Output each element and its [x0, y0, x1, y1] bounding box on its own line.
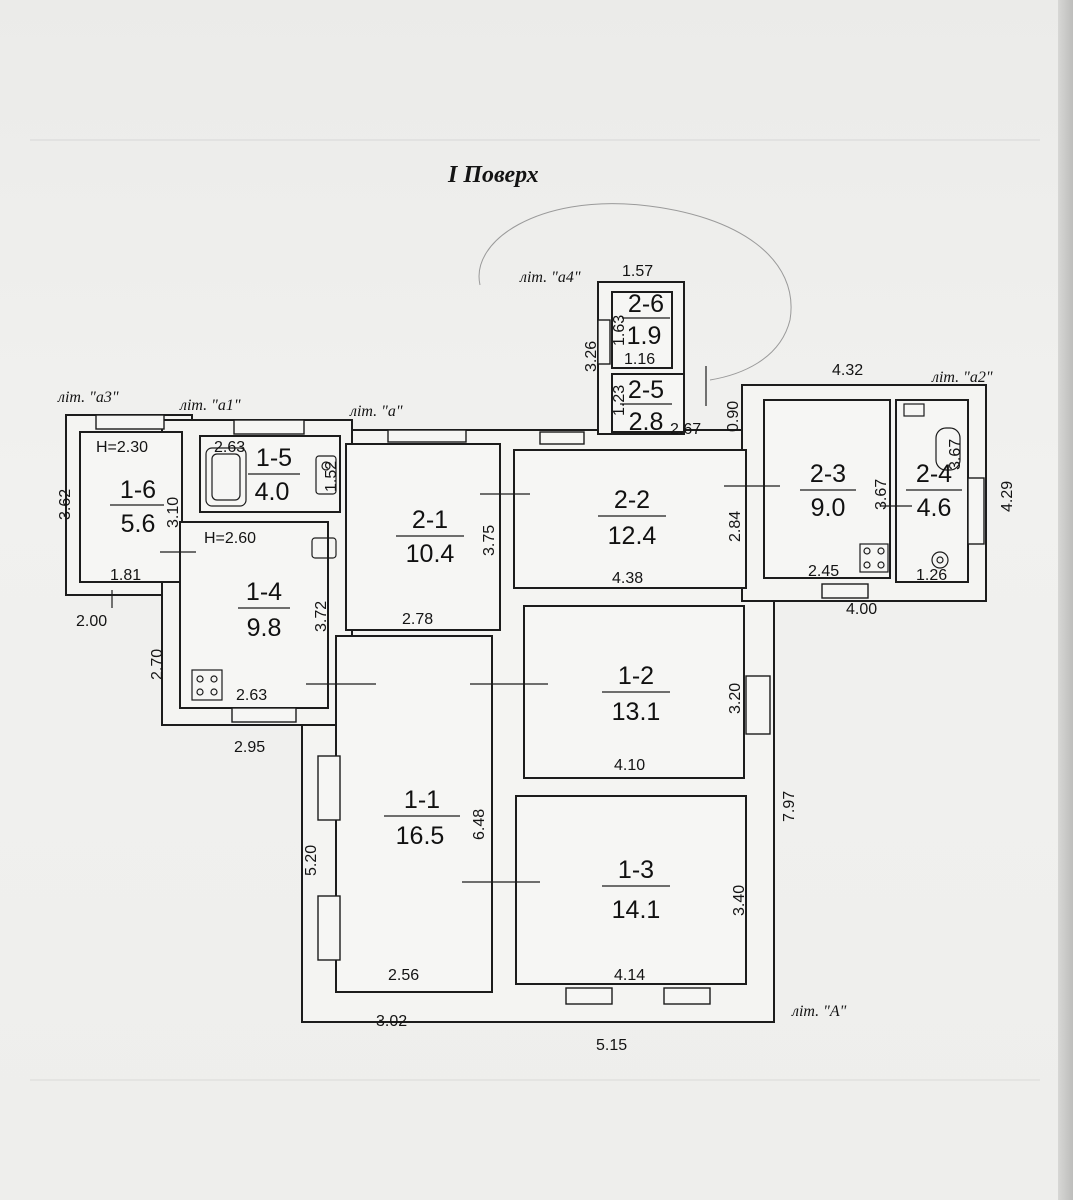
- room-2-1-area: 10.4: [406, 540, 455, 568]
- dim-2-45: 2.45: [808, 563, 839, 580]
- dim-7-97: 7.97: [781, 791, 798, 822]
- door-marks: [111, 366, 912, 883]
- dim-2-70: 2.70: [149, 649, 166, 680]
- room-1-4-id: 1-4: [246, 578, 282, 606]
- dim-2-78: 2.78: [402, 611, 433, 628]
- height-1-4: H=2.60: [204, 530, 256, 547]
- dim-3-26: 3.26: [583, 341, 600, 372]
- height-1-6: H=2.30: [96, 439, 148, 456]
- dim-3-67a: 3.67: [873, 479, 890, 510]
- room-1-1-id: 1-1: [404, 786, 440, 814]
- stove-icon: [191, 669, 223, 701]
- room-1-1-area: 16.5: [396, 822, 445, 850]
- dim-1-57: 1.57: [622, 263, 653, 280]
- room-2-1-id: 2-1: [412, 506, 448, 534]
- dim-2-63: 2.63: [236, 687, 267, 704]
- dim-2-00: 2.00: [76, 613, 107, 630]
- sink-icon: [315, 455, 337, 495]
- room-1-5-area: 4.0: [255, 478, 290, 506]
- page-title: I Поверх: [447, 162, 539, 188]
- room-2-6-id: 2-6: [628, 290, 664, 318]
- room-2-4: [895, 399, 969, 583]
- dim-3-75: 3.75: [481, 525, 498, 556]
- dim-4-00: 4.00: [846, 601, 877, 618]
- room-2-6: [611, 291, 673, 369]
- room-2-5: [611, 373, 685, 433]
- dim-2-63-top: 2.63: [214, 439, 245, 456]
- dim-4-29: 4.29: [999, 481, 1016, 512]
- room-1-5-id: 1-5: [256, 444, 292, 472]
- dim-2-67: 2.67: [670, 421, 701, 438]
- liter-a1: літ. "а1": [179, 397, 241, 414]
- room-2-2-area: 12.4: [608, 522, 657, 550]
- dim-6-48: 6.48: [471, 809, 488, 840]
- dim-3-02: 3.02: [376, 1013, 407, 1030]
- liter-A: літ. "А": [791, 1003, 847, 1020]
- room-2-3: [763, 399, 891, 579]
- sink-icon-2: [311, 537, 337, 559]
- room-1-6-id: 1-6: [120, 476, 156, 504]
- liter-a3: літ. "а3": [57, 389, 119, 406]
- toilet-icon: [931, 551, 949, 569]
- room-1-4-area: 9.8: [247, 614, 282, 642]
- dim-2-56: 2.56: [388, 967, 419, 984]
- room-2-6-area: 1.9: [627, 322, 662, 350]
- dim-2-95: 2.95: [234, 739, 265, 756]
- liter-a: літ. "а": [349, 403, 403, 420]
- dim-3-72: 3.72: [313, 601, 330, 632]
- dim-1-81: 1.81: [110, 567, 141, 584]
- dim-3-40: 3.40: [731, 885, 748, 916]
- dim-4-10: 4.10: [614, 757, 645, 774]
- dim-3-67b: 3.67: [947, 439, 964, 470]
- room-2-3-id: 2-3: [810, 460, 846, 488]
- liter-a4: літ. "а4": [519, 269, 581, 286]
- background-ghost-lines: [30, 139, 1040, 1081]
- dim-4-38: 4.38: [612, 570, 643, 587]
- windows: [95, 319, 985, 1005]
- dim-1-26: 1.26: [916, 567, 947, 584]
- room-1-3-area: 14.1: [612, 896, 661, 924]
- dim-0-90: 0.90: [725, 401, 742, 432]
- dimensions-horizontal: 1.57 1.16 2.67 4.32 2.63 1.81 2.00 2.63 …: [76, 263, 947, 1054]
- dim-5-15: 5.15: [596, 1037, 627, 1054]
- dimensions-vertical: 3.26 1.63 1.23 0.90 1.52 3.62 3.10 2.70 …: [57, 315, 1016, 916]
- dim-2-84: 2.84: [727, 511, 744, 542]
- bathtub-icon: [205, 447, 247, 507]
- room-2-4-id: 2-4: [916, 460, 952, 488]
- room-2-1: [345, 443, 501, 631]
- dim-1-16: 1.16: [624, 351, 655, 368]
- room-1-2-area: 13.1: [612, 698, 661, 726]
- room-1-6-area: 5.6: [121, 510, 156, 538]
- room-1-1: [335, 635, 493, 993]
- dim-4-14: 4.14: [614, 967, 645, 984]
- room-1-3-id: 1-3: [618, 856, 654, 884]
- room-2-2-id: 2-2: [614, 486, 650, 514]
- dim-1-52: 1.52: [323, 461, 340, 492]
- room-1-6: [79, 431, 183, 583]
- dim-3-20: 3.20: [727, 683, 744, 714]
- room-1-4: [179, 521, 329, 709]
- room-1-3: [515, 795, 747, 985]
- paper-edge: [1058, 0, 1073, 1200]
- shower-icon: [903, 403, 961, 471]
- room-2-3-area: 9.0: [811, 494, 846, 522]
- room-2-2: [513, 449, 747, 589]
- stove-icon-2: [859, 543, 889, 573]
- room-labels: 1-6 5.6 1-5 4.0 1-4 9.8 2-1 10.4 2-2 12.…: [110, 290, 962, 924]
- liter-a2: літ. "а2": [931, 369, 993, 386]
- dim-1-63: 1.63: [611, 315, 628, 346]
- room-2-5-area: 2.8: [629, 408, 664, 436]
- dim-5-20: 5.20: [303, 845, 320, 876]
- room-1-2-id: 1-2: [618, 662, 654, 690]
- room-2-5-id: 2-5: [628, 376, 664, 404]
- room-2-4-area: 4.6: [917, 494, 952, 522]
- dim-3-10: 3.10: [165, 497, 182, 528]
- dim-1-23: 1.23: [611, 385, 628, 416]
- dim-4-32: 4.32: [832, 362, 863, 379]
- dim-3-62: 3.62: [57, 489, 74, 520]
